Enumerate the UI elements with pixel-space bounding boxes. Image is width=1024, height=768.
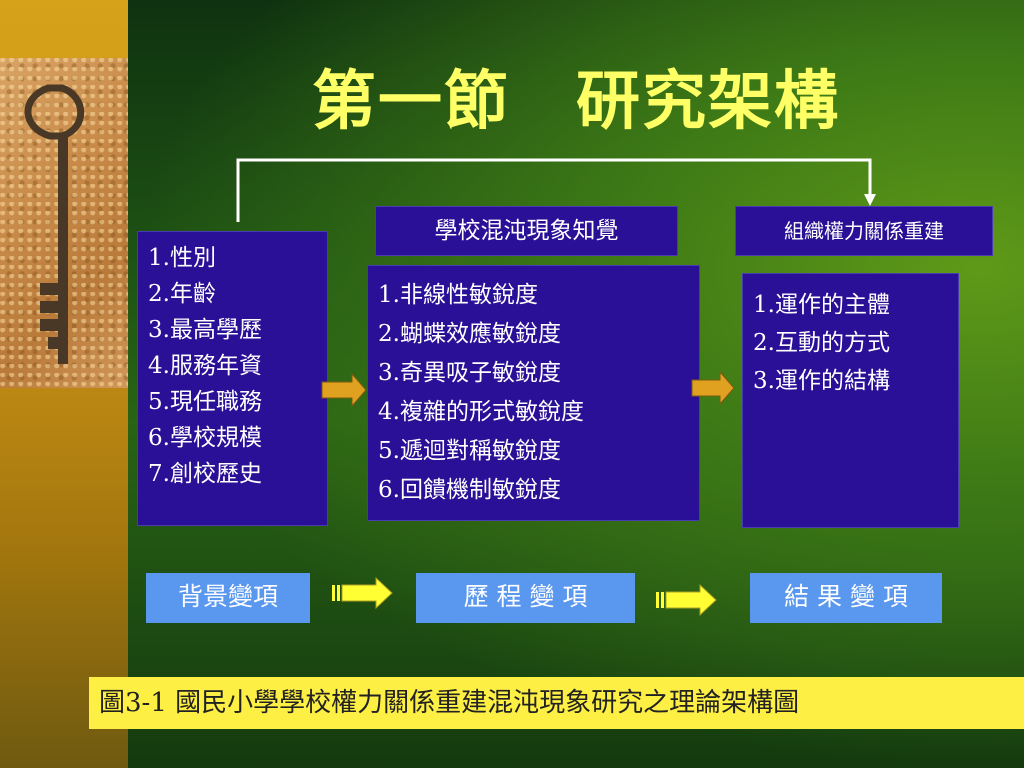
arrow-right-icon bbox=[656, 583, 717, 617]
background-variables-box: 1.性別 2.年齡 3.最高學歷 4.服務年資 5.現任職務 6.學校規模 7.… bbox=[137, 231, 328, 526]
list-item: 1.性別 bbox=[148, 245, 216, 271]
list-item: 2.互動的方式 bbox=[753, 330, 890, 356]
slide-title: 第一節 研究架構 bbox=[312, 64, 840, 139]
list-item: 3.奇異吸子敏銳度 bbox=[378, 360, 561, 386]
outcome-variable-label: 結 果 變 項 bbox=[750, 573, 942, 623]
arrow-right-icon bbox=[321, 372, 367, 408]
process-variable-label: 歷 程 變 項 bbox=[416, 573, 635, 623]
list-item: 1.運作的主體 bbox=[753, 292, 890, 318]
outcome-variables-box: 1.運作的主體 2.互動的方式 3.運作的結構 bbox=[742, 273, 959, 528]
list-item: 3.運作的結構 bbox=[753, 368, 890, 394]
figure-caption: 圖3-1 國民小學學校權力關係重建混沌現象研究之理論架構圖 bbox=[89, 677, 1024, 729]
list-item: 5.現任職務 bbox=[148, 389, 262, 415]
variable-label: 結 果 變 項 bbox=[784, 582, 908, 611]
list-item: 6.學校規模 bbox=[148, 425, 262, 451]
key-photo bbox=[0, 58, 128, 388]
list-item: 6.回饋機制敏銳度 bbox=[378, 477, 561, 503]
list-item: 7.創校歷史 bbox=[148, 461, 262, 487]
background-variable-label: 背景變項 bbox=[146, 573, 310, 623]
list-item: 5.遞迴對稱敏銳度 bbox=[378, 438, 561, 464]
list-item: 4.複雜的形式敏銳度 bbox=[378, 399, 584, 425]
arrow-right-icon bbox=[691, 370, 735, 406]
process-header: 學校混沌現象知覺 bbox=[375, 206, 678, 256]
list-item: 2.年齡 bbox=[148, 281, 216, 307]
process-variables-box: 1.非線性敏銳度 2.蝴蝶效應敏銳度 3.奇異吸子敏銳度 4.複雜的形式敏銳度 … bbox=[367, 265, 700, 521]
process-header-label: 學校混沌現象知覺 bbox=[434, 218, 619, 244]
list-item: 2.蝴蝶效應敏銳度 bbox=[378, 321, 561, 347]
list-item: 3.最高學歷 bbox=[148, 317, 262, 343]
variable-label: 背景變項 bbox=[177, 582, 278, 611]
variable-label: 歷 程 變 項 bbox=[463, 582, 588, 611]
key-icon bbox=[24, 84, 85, 364]
arrow-right-icon bbox=[332, 576, 393, 610]
list-item: 4.服務年資 bbox=[148, 353, 262, 379]
outcome-header: 組織權力關係重建 bbox=[735, 206, 993, 256]
list-item: 1.非線性敏銳度 bbox=[378, 282, 538, 308]
outcome-header-label: 組織權力關係重建 bbox=[784, 219, 944, 243]
